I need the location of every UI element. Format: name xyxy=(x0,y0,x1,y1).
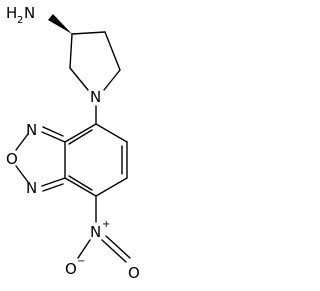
structure-canvas: H 2 N N N O N N + xyxy=(0,0,151,291)
bond-o-n-bottom xyxy=(15,165,29,183)
bond-c-n-top-double xyxy=(42,126,64,137)
bond-ar-6 xyxy=(64,123,97,143)
nitro-group: N + O − O xyxy=(65,219,140,282)
nitro-n-charge: + xyxy=(102,219,110,230)
bond-n-bottom-c-double xyxy=(42,183,64,192)
bond-n-top-o xyxy=(15,133,29,151)
amine-h-label: H xyxy=(6,4,17,22)
bond-ar-1 xyxy=(95,123,128,143)
nitro-o-minus-label: O xyxy=(65,260,77,278)
pyrrolidine-ring xyxy=(69,31,121,91)
nitro-o-charge: − xyxy=(77,256,85,267)
nitro-o-double-label: O xyxy=(128,264,140,282)
bond-c2-c3 xyxy=(69,33,73,69)
bond-n-bottom-c xyxy=(41,177,66,187)
bond-ar-3 xyxy=(95,177,128,197)
bond-c3-c4 xyxy=(71,31,106,35)
pyrrolidine-n-label: N xyxy=(90,88,101,106)
bond-c-n-top xyxy=(41,131,66,143)
oxadiazole-n-bottom-label: N xyxy=(26,179,37,197)
amine-group: H 2 N xyxy=(6,4,35,26)
bond-ar-4-double xyxy=(68,175,93,191)
benzene-ring xyxy=(64,123,128,197)
oxadiazole-o-label: O xyxy=(6,150,18,168)
nitro-n-label: N xyxy=(90,223,101,241)
chemical-structure-diagram: H 2 N N N O N N + xyxy=(6,4,140,282)
stereo-wedge-bond xyxy=(48,14,72,34)
bond-ar-6-double xyxy=(68,129,93,145)
bond-c5-n1 xyxy=(103,69,121,91)
amine-n-label: N xyxy=(24,4,35,22)
bond-n-o-double-a xyxy=(101,239,127,263)
bond-n1-c2 xyxy=(69,67,89,91)
bond-c4-c5 xyxy=(104,31,121,71)
bond-ar-4 xyxy=(64,177,97,197)
bond-n-o-minus xyxy=(77,239,91,259)
amine-subscript: 2 xyxy=(17,15,23,26)
bond-n-o-double-b xyxy=(105,235,131,259)
oxadiazole-ring xyxy=(15,126,66,192)
oxadiazole-n-top-label: N xyxy=(26,121,37,139)
